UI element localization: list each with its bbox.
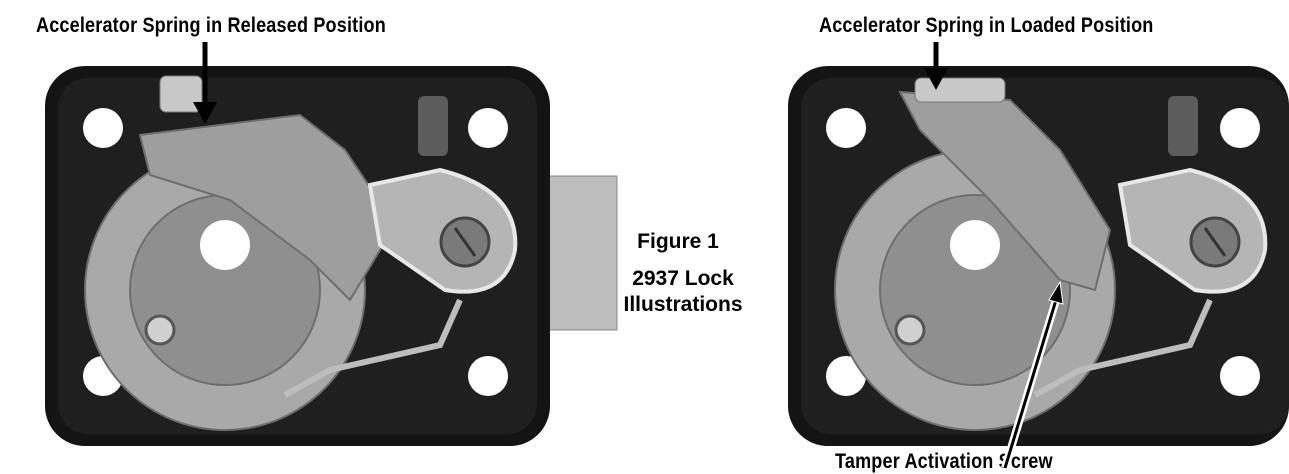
left-guide — [418, 96, 448, 156]
left-bolt — [544, 175, 618, 331]
figure-subtitle-line1: 2937 Lock — [632, 267, 734, 290]
right-lock — [788, 42, 1289, 470]
right-spindle-hole — [950, 220, 1000, 270]
left-hole-br — [468, 356, 508, 396]
right-hole-tr — [1220, 108, 1260, 148]
left-rivet — [144, 314, 176, 346]
left-accel-spring — [159, 75, 203, 113]
right-cam — [879, 194, 1071, 386]
right-screw-slot — [1203, 227, 1227, 257]
left-hole-tl — [83, 108, 123, 148]
left-lock — [45, 42, 618, 446]
loaded-position-label: Accelerator Spring in Loaded Position — [819, 14, 1154, 37]
left-screw-slot — [453, 227, 477, 257]
right-linkage — [1033, 298, 1213, 398]
released-position-label: Accelerator Spring in Released Position — [36, 14, 386, 37]
left-hole-tr — [468, 108, 508, 148]
tamper-arrow-shaft — [1003, 299, 1058, 469]
left-spindle-hole — [200, 220, 250, 270]
right-accel-spring — [914, 77, 1006, 103]
right-hole-br — [1220, 356, 1260, 396]
right-lever — [898, 90, 1112, 292]
figure-title: Figure 1 — [637, 230, 719, 253]
right-guide — [1168, 96, 1198, 156]
figure-subtitle-line2: Illustrations — [623, 293, 743, 316]
tamper-arrow-head — [1048, 280, 1064, 305]
tamper-screw-label: Tamper Activation Screw — [835, 450, 1053, 473]
left-linkage — [283, 298, 463, 398]
right-rivet — [894, 314, 926, 346]
right-hole-tl — [826, 108, 866, 148]
left-lever — [138, 113, 397, 302]
left-arrow-head — [193, 102, 217, 124]
right-arrow-head — [924, 68, 948, 90]
figure-subtitle: 2937 Lock Illustrations — [608, 266, 758, 318]
right-hole-bl — [826, 356, 866, 396]
